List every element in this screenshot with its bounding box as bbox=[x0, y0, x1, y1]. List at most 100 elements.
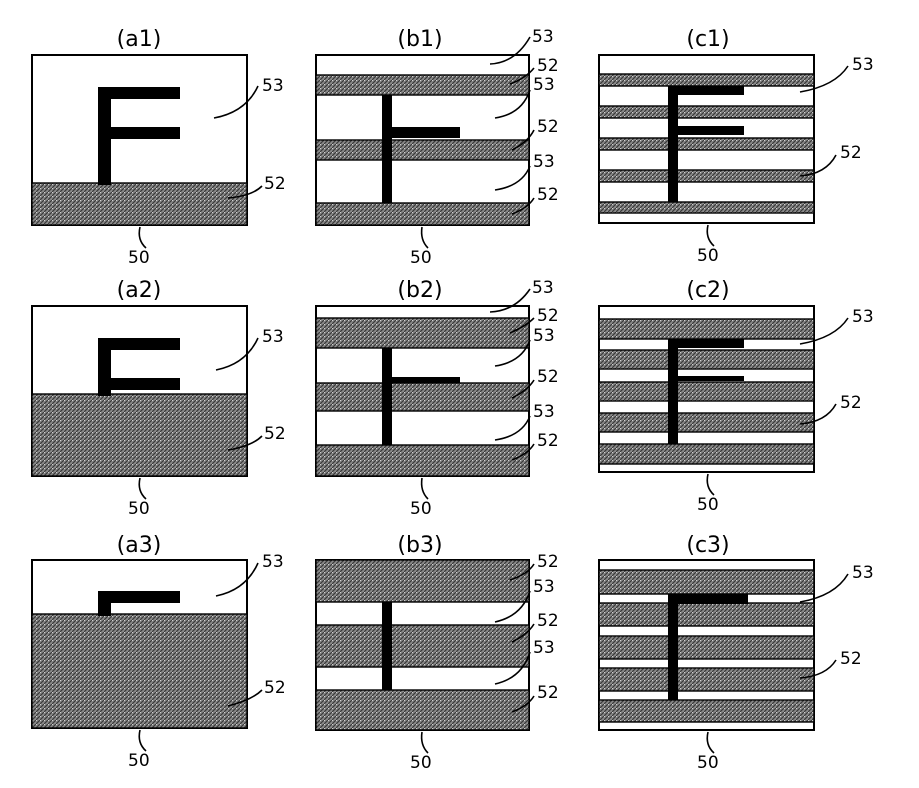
panel-title-c1: (c1) bbox=[686, 27, 729, 52]
panel-a1: (a1) 53 52 50 bbox=[32, 27, 286, 268]
callout-label: 53 bbox=[533, 402, 555, 422]
electrode-arm bbox=[98, 127, 180, 139]
electrode-arm bbox=[382, 377, 460, 383]
hatched-layer-52 bbox=[599, 319, 814, 339]
electrode-arm bbox=[98, 378, 180, 390]
electrode-arm bbox=[668, 594, 748, 604]
substrate-label: 50 bbox=[410, 499, 432, 519]
callout-label: 53 bbox=[262, 76, 284, 96]
hatched-layer-52 bbox=[599, 700, 814, 722]
substrate-label: 50 bbox=[697, 753, 719, 773]
callout-label: 52 bbox=[537, 56, 559, 76]
panel-title-a3: (a3) bbox=[117, 533, 162, 558]
leader-line bbox=[139, 478, 146, 499]
electrode-stem bbox=[382, 602, 392, 690]
electrode-stem bbox=[382, 348, 392, 445]
callout-label: 52 bbox=[537, 552, 559, 572]
callout-label: 53 bbox=[533, 638, 555, 658]
callout-label: 52 bbox=[537, 185, 559, 205]
electrode-stem bbox=[668, 86, 678, 202]
electrode-arm bbox=[668, 86, 744, 95]
hatched-layer-52 bbox=[316, 203, 529, 225]
callout-label: 52 bbox=[537, 611, 559, 631]
panel-a3: (a3) 53 52 50 bbox=[32, 533, 286, 771]
callout-label: 53 bbox=[262, 552, 284, 572]
electrode-arm bbox=[98, 591, 180, 603]
hatched-layer-52 bbox=[599, 413, 814, 432]
callout-label: 52 bbox=[264, 174, 286, 194]
electrode-arm bbox=[98, 338, 180, 350]
hatched-layer-52 bbox=[599, 636, 814, 659]
hatched-layer-52 bbox=[599, 668, 814, 691]
leader-line bbox=[422, 478, 428, 499]
leader-line bbox=[707, 474, 714, 495]
callout-label: 52 bbox=[264, 424, 286, 444]
hatched-layer-52 bbox=[32, 614, 247, 728]
callout-label: 52 bbox=[537, 117, 559, 137]
hatched-layer-52 bbox=[599, 603, 814, 626]
substrate-label: 50 bbox=[697, 246, 719, 266]
callout-label: 53 bbox=[852, 563, 874, 583]
callout-label: 53 bbox=[533, 152, 555, 172]
substrate-label: 50 bbox=[697, 495, 719, 515]
electrode-stem bbox=[668, 594, 678, 700]
hatched-layer-52 bbox=[599, 444, 814, 464]
leader-line bbox=[707, 225, 714, 246]
electrode-stem bbox=[382, 95, 392, 203]
hatched-layer-52 bbox=[599, 74, 814, 86]
callout-label: 52 bbox=[537, 683, 559, 703]
substrate-label: 50 bbox=[410, 753, 432, 773]
hatched-layer-52 bbox=[599, 138, 814, 150]
callout-label: 52 bbox=[840, 393, 862, 413]
hatched-layer-52 bbox=[599, 202, 814, 213]
panel-c2: (c2) 53 52 50 bbox=[599, 278, 874, 515]
panel-title-c3: (c3) bbox=[686, 533, 729, 558]
panel-b1: (b1) 53 52 53 52 53 52 50 bbox=[316, 27, 559, 268]
hatched-layer-52 bbox=[316, 140, 529, 160]
callout-label: 53 bbox=[533, 75, 555, 95]
hatched-layer-52 bbox=[316, 560, 529, 602]
panel-a2: (a2) 53 52 50 bbox=[32, 278, 286, 519]
callout-label: 52 bbox=[840, 143, 862, 163]
leader-line bbox=[422, 227, 428, 248]
hatched-layer-52 bbox=[32, 394, 247, 476]
panel-c1: (c1) 53 52 50 bbox=[599, 27, 874, 266]
electrode-arm bbox=[668, 376, 744, 381]
electrode-arm bbox=[98, 87, 180, 99]
substrate-label: 50 bbox=[128, 248, 150, 268]
panel-title-c2: (c2) bbox=[686, 278, 729, 303]
callout-label: 52 bbox=[537, 431, 559, 451]
panel-title-a2: (a2) bbox=[117, 278, 162, 303]
electrode-arm bbox=[668, 339, 744, 348]
electrode-stem bbox=[668, 339, 678, 444]
substrate-label: 50 bbox=[410, 248, 432, 268]
callout-label: 53 bbox=[532, 278, 554, 298]
callout-label: 53 bbox=[532, 27, 554, 47]
panel-b3: (b3) 52 53 52 53 52 50 bbox=[316, 533, 559, 773]
substrate-label: 50 bbox=[128, 499, 150, 519]
leader-line bbox=[139, 730, 146, 751]
hatched-layer-52 bbox=[599, 350, 814, 369]
hatched-layer-52 bbox=[316, 75, 529, 95]
callout-label: 53 bbox=[533, 326, 555, 346]
hatched-layer-52 bbox=[316, 383, 529, 411]
leader-line bbox=[707, 732, 714, 753]
hatched-layer-52 bbox=[599, 170, 814, 182]
panel-title-a1: (a1) bbox=[117, 27, 162, 52]
callout-label: 52 bbox=[537, 367, 559, 387]
callout-label: 52 bbox=[537, 306, 559, 326]
leader-line bbox=[139, 227, 146, 248]
hatched-layer-52 bbox=[32, 183, 247, 225]
substrate-label: 50 bbox=[128, 751, 150, 771]
callout-label: 52 bbox=[840, 649, 862, 669]
leader-line bbox=[422, 732, 428, 753]
callout-label: 53 bbox=[852, 55, 874, 75]
electrode-arm bbox=[382, 127, 460, 138]
hatched-layer-52 bbox=[599, 570, 814, 594]
hatched-layer-52 bbox=[316, 445, 529, 476]
callout-label: 53 bbox=[852, 307, 874, 327]
panel-b2: (b2) 53 52 53 52 53 52 50 bbox=[316, 278, 559, 519]
electrode-arm bbox=[668, 126, 744, 135]
